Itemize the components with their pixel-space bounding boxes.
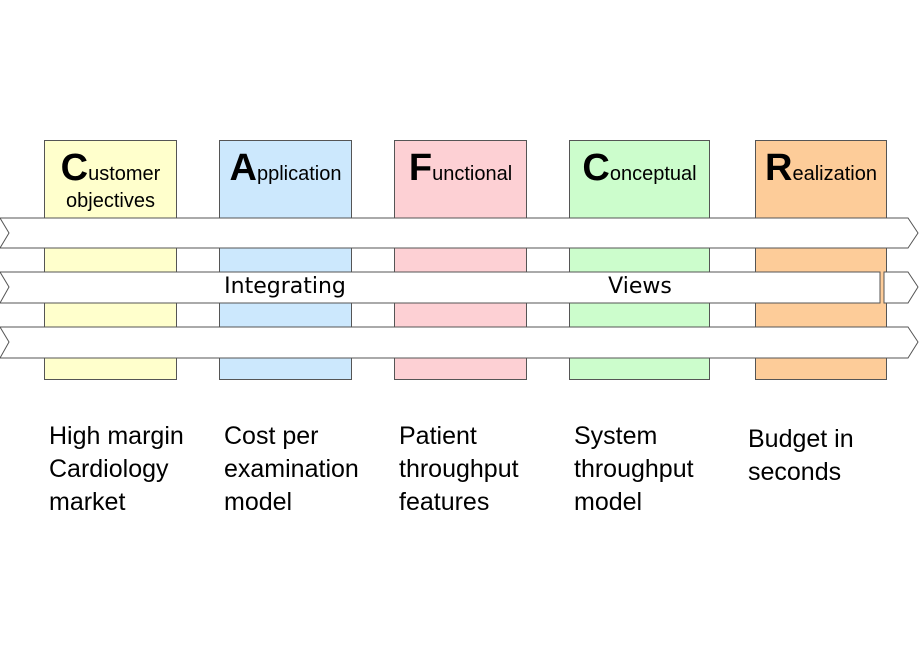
column-title-rest: ustomer xyxy=(88,163,161,185)
column-title-rest: ealization xyxy=(792,163,877,185)
column-title-rest: onceptual xyxy=(609,163,697,185)
arrow-middle-left xyxy=(0,271,881,304)
arrow-top xyxy=(0,217,919,249)
column-title-realization: Realization xyxy=(756,147,886,189)
column-initial: R xyxy=(765,147,793,189)
description-application: Cost per examination model xyxy=(224,422,359,516)
column-title-customer: Customer objectives xyxy=(45,147,176,212)
column-title-rest: unctional xyxy=(432,163,513,185)
arrow-label-integrating: Integrating xyxy=(224,274,346,299)
column-title-line2: objectives xyxy=(66,189,155,212)
column-initial: C xyxy=(60,147,89,189)
arrow-bottom xyxy=(0,326,919,359)
description-conceptual: System throughput model xyxy=(574,422,694,516)
column-title-functional: Functional xyxy=(395,147,526,189)
column-initial: A xyxy=(229,147,257,189)
arrow-middle-right xyxy=(883,271,919,304)
column-title-rest: pplication xyxy=(256,163,342,185)
column-title-application: Application xyxy=(220,147,351,189)
description-realization: Budget in seconds xyxy=(748,425,854,486)
column-initial: C xyxy=(582,147,610,189)
column-initial: F xyxy=(408,147,433,189)
description-functional: Patient throughput features xyxy=(399,422,519,516)
column-title-conceptual: Conceptual xyxy=(570,147,709,189)
description-customer: High margin Cardiology market xyxy=(49,422,184,516)
arrow-label-views: Views xyxy=(608,274,672,299)
